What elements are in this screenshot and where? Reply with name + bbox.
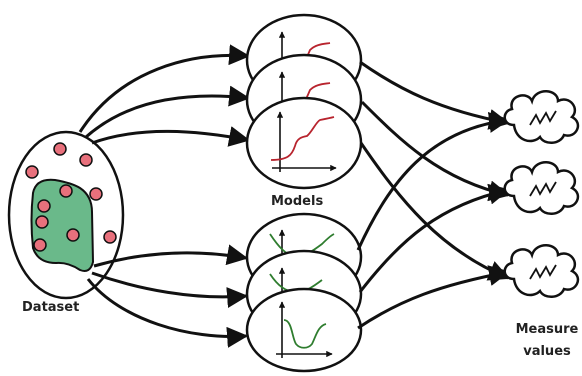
data-point: [33, 238, 47, 252]
data-point: [66, 228, 80, 242]
model-card: [245, 96, 363, 190]
data-point: [37, 199, 51, 213]
arrow: [357, 265, 511, 330]
measure-cloud: [503, 161, 580, 215]
arrow: [85, 85, 251, 139]
dataset-node: [7, 130, 125, 300]
arrow: [91, 271, 249, 308]
arrow: [78, 44, 251, 133]
measure-values-label: Measure values: [512, 319, 582, 363]
measure-label-line2: values: [523, 344, 571, 359]
data-point: [79, 153, 93, 167]
models-label: Models: [271, 194, 324, 209]
measure-cloud: [503, 90, 580, 144]
arrow: [359, 60, 511, 130]
data-point: [59, 184, 73, 198]
data-point: [103, 230, 117, 244]
arrow: [86, 278, 249, 348]
measure-cloud: [503, 244, 580, 298]
arrow: [359, 142, 510, 281]
arrow: [93, 244, 249, 268]
model-card: [245, 287, 363, 373]
model-group-bottom: [245, 212, 363, 373]
arrow: [91, 126, 251, 147]
data-point: [35, 215, 49, 229]
model-to-measure-arrows: [356, 60, 511, 330]
measure-clouds: [503, 90, 580, 298]
data-point: [89, 187, 103, 201]
dataset-label: Dataset: [22, 300, 80, 315]
data-point: [25, 165, 39, 179]
dataset-points: [25, 142, 117, 252]
data-point: [53, 142, 67, 156]
arrow: [356, 112, 511, 251]
measure-label-line1: Measure: [515, 322, 579, 337]
arrow: [358, 183, 511, 293]
model-group-top: [245, 13, 363, 190]
dataset-to-model-arrows: [78, 44, 251, 348]
